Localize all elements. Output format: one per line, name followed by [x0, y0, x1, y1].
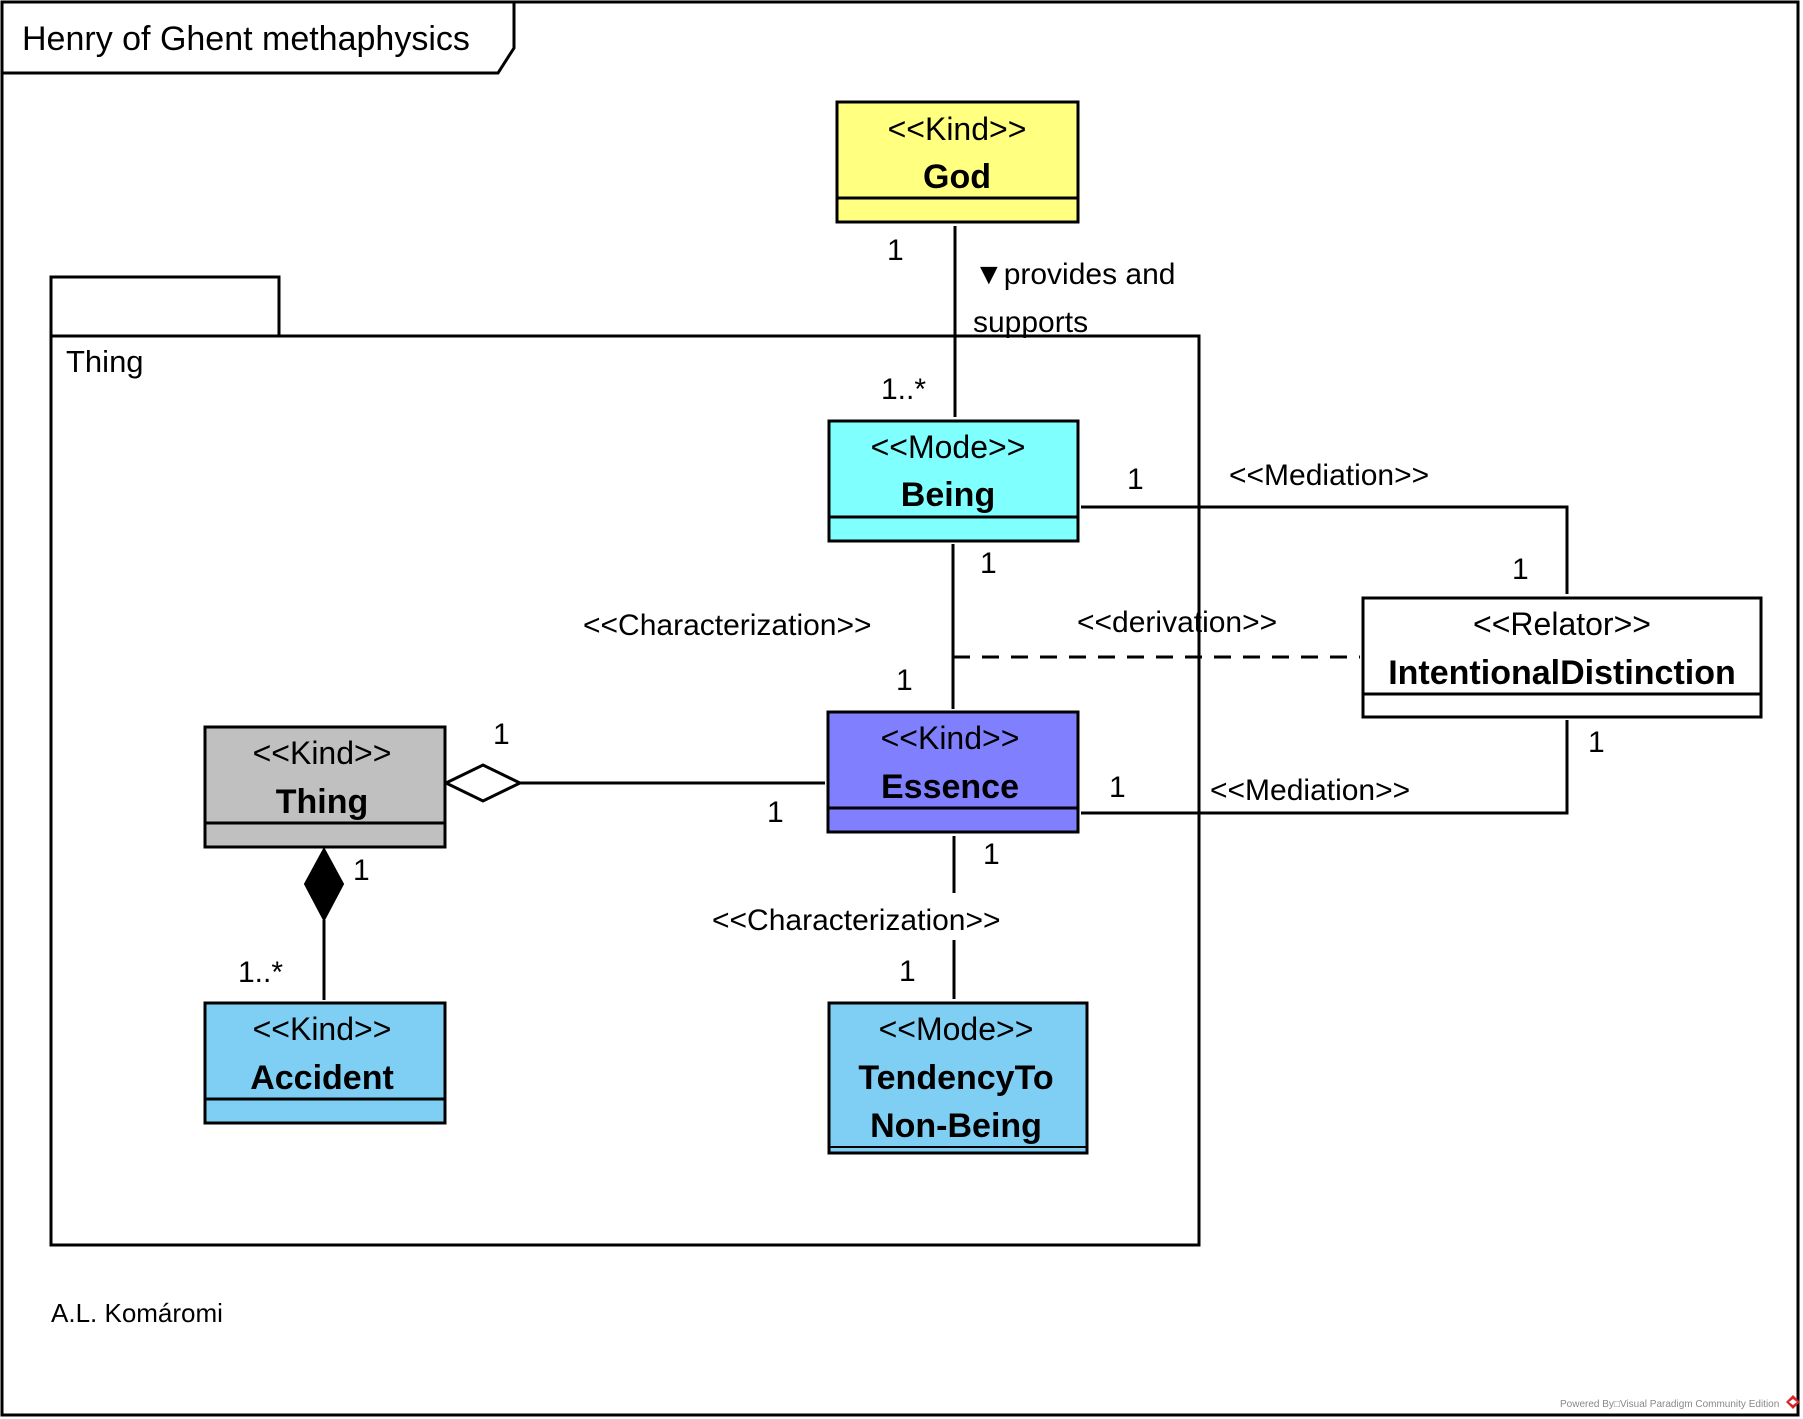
class-accident-name: Accident [250, 1059, 394, 1097]
diagram-title: Henry of Ghent methaphysics [22, 20, 470, 58]
class-god-box [835, 100, 1080, 224]
mult-thing-accident: 1 [353, 854, 370, 887]
class-tendency-name-line2: Non-Being [870, 1107, 1042, 1145]
class-tendency-name-line1: TendencyTo [858, 1059, 1053, 1097]
class-relator-name: IntentionalDistinction [1388, 654, 1736, 692]
assoc-being-relator-line[interactable] [1081, 505, 1569, 594]
class-being-stereotype: <<Mode>> [871, 429, 1026, 465]
watermark-text: Powered By□Visual Paradigm Community Edi… [1560, 1399, 1779, 1410]
composition-diamond-icon [303, 846, 345, 923]
author-note: A.L. Komáromi [51, 1298, 223, 1328]
assoc-essence-relator-line[interactable] [1081, 720, 1569, 815]
diagram-title-tab [2, 2, 516, 75]
class-thing[interactable]: <<Kind>> Thing [203, 725, 447, 849]
class-god[interactable]: <<Kind>> God [835, 100, 1080, 224]
assoc-being-essence-label: <<Characterization>> [583, 609, 872, 642]
assoc-essence-relator-label: <<Mediation>> [1210, 774, 1410, 807]
mult-being-essence: 1 [980, 547, 997, 580]
class-being[interactable]: <<Mode>> Being [827, 419, 1080, 543]
class-tendency-box [827, 1001, 1089, 1155]
class-being-name: Being [901, 476, 995, 514]
class-tendency-stereotype: <<Mode>> [879, 1011, 1034, 1047]
mult-thing-essence: 1 [493, 718, 510, 751]
mult-relator-essence: 1 [1588, 726, 1605, 759]
assoc-essence-tendency-label: <<Characterization>> [712, 904, 1001, 937]
class-essence-stereotype: <<Kind>> [881, 720, 1020, 756]
mult-essence-being: 1 [896, 664, 913, 697]
assoc-god-being-label-line1: ▼provides and [974, 258, 1175, 291]
class-essence[interactable]: <<Kind>> Essence [826, 710, 1080, 834]
mult-tendency-essence: 1 [899, 955, 916, 988]
package-tab [49, 275, 281, 338]
visual-paradigm-logo-icon [1786, 1395, 1800, 1409]
mult-god: 1 [887, 234, 904, 267]
mult-being-god: 1..* [881, 373, 926, 406]
class-tendency-to-non-being[interactable]: <<Mode>> TendencyTo Non-Being [827, 1001, 1089, 1155]
aggregation-diamond-icon [442, 763, 524, 803]
mult-essence-thing: 1 [767, 796, 784, 829]
class-god-stereotype: <<Kind>> [888, 111, 1027, 147]
class-accident-stereotype: <<Kind>> [253, 1011, 392, 1047]
mult-essence-relator: 1 [1109, 771, 1126, 804]
class-relator-stereotype: <<Relator>> [1473, 606, 1651, 642]
class-relator-box [1361, 596, 1763, 719]
package-name: Thing [66, 344, 144, 379]
class-intentional-distinction[interactable]: <<Relator>> IntentionalDistinction [1361, 596, 1763, 719]
mult-relator-being: 1 [1512, 553, 1529, 586]
derivation-label: <<derivation>> [1077, 606, 1277, 639]
class-thing-name: Thing [276, 783, 369, 821]
class-god-name: God [923, 158, 991, 196]
class-essence-name: Essence [881, 768, 1019, 806]
class-being-box [827, 419, 1080, 543]
assoc-god-being-label-line2: supports [973, 306, 1088, 339]
class-accident[interactable]: <<Kind>> Accident [203, 1001, 447, 1125]
class-thing-box [203, 725, 447, 849]
mult-being-relator: 1 [1127, 463, 1144, 496]
class-thing-stereotype: <<Kind>> [253, 735, 392, 771]
mult-accident-thing: 1..* [238, 956, 283, 989]
mult-essence-tendency: 1 [983, 838, 1000, 871]
assoc-being-relator-label: <<Mediation>> [1229, 459, 1429, 492]
class-essence-box [826, 710, 1080, 834]
class-accident-box [203, 1001, 447, 1125]
